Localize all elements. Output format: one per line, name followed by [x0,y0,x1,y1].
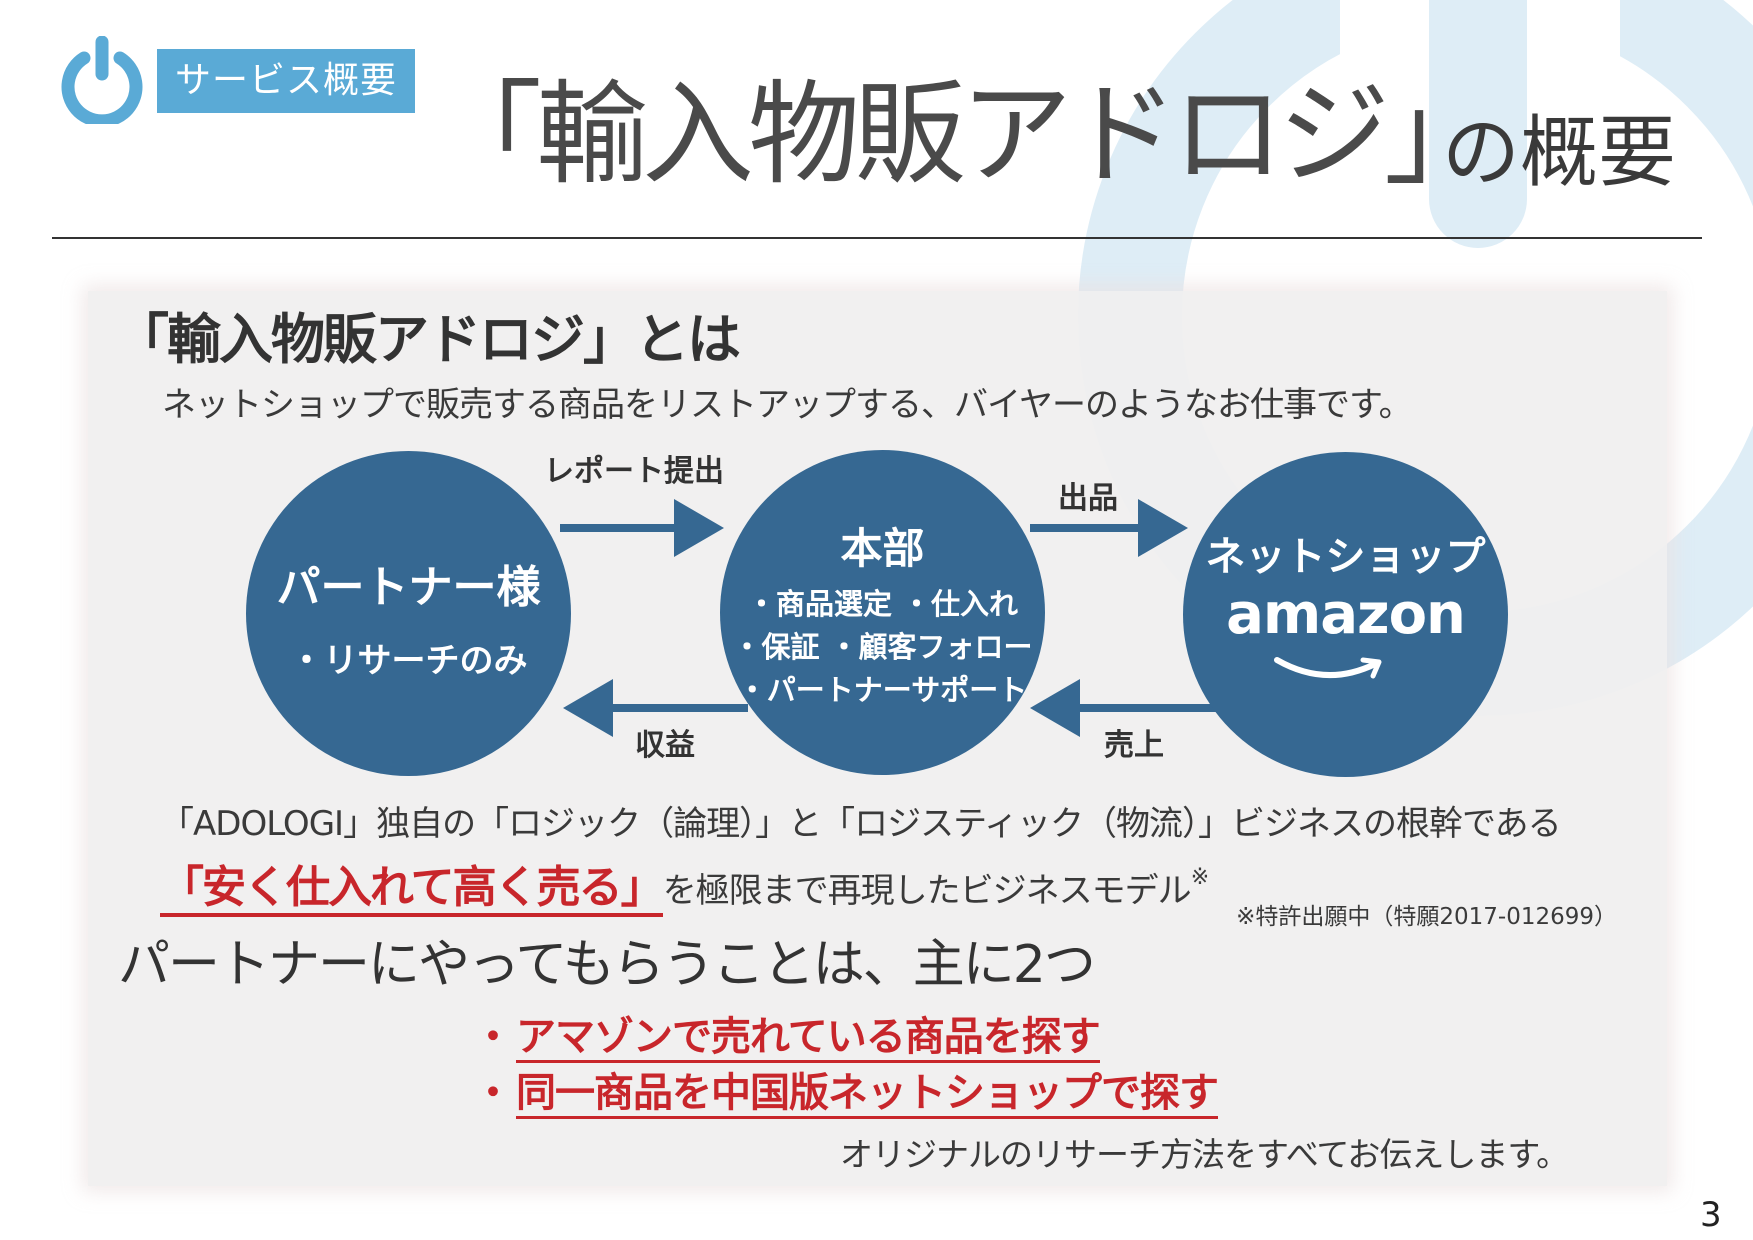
node-shop-title: ネットショップ [1205,534,1486,580]
task-item: ・同一商品を中国版ネットショップで探す [473,1066,1219,1120]
arrow-sales-line [1076,704,1216,712]
bullet: ・ [473,1014,513,1060]
node-net-shop: ネットショップ amazon [1183,452,1508,777]
task-text: 同一商品を中国版ネットショップで探す [516,1070,1219,1119]
bullet: ・ [473,1070,513,1116]
arrow-report-line [560,524,680,532]
task-text: アマゾンで売れている商品を探す [516,1014,1101,1063]
arrow-listing-head [1138,499,1188,557]
watermark-power-bar [1429,0,1527,248]
page-title: 「輸入物販アドロジ」 [430,70,1496,200]
section-heading: 「輸入物販アドロジ」とは [115,308,741,371]
node-hq-line-2: ・保証 ・顧客フォロー [732,630,1033,664]
footnote-marker: ※ [1190,865,1210,890]
node-hq-line-1: ・商品選定 ・仕入れ [746,587,1019,621]
node-partner: パートナー様 ・リサーチのみ [246,451,571,776]
arrow-revenue-head [563,679,613,737]
closing-text: オリジナルのリサーチ方法をすべてお伝えします。 [840,1135,1569,1174]
page-title-suffix: の概要 [1442,108,1677,198]
description-line-1: 「ADOLOGI」独自の「ロジック（論理）」と「ロジスティック（物流）」ビジネス… [160,804,1562,844]
lead-text: ネットショップで販売する商品をリストアップする、バイヤーのようなお仕事です。 [162,385,1413,425]
node-partner-line: ・リサーチのみ [289,641,528,681]
arrow-label-report: レポート提出 [544,454,724,489]
node-hq-title: 本部 [840,524,925,573]
header-divider [52,237,1702,239]
amazon-smile-icon [1274,657,1382,679]
node-partner-title: パートナー様 [276,562,541,613]
task-item: ・アマゾンで売れている商品を探す [473,1010,1101,1064]
node-headquarters: 本部 ・商品選定 ・仕入れ ・保証 ・顧客フォロー ・パートナーサポート [720,450,1045,775]
arrow-report-head [674,499,724,557]
arrow-label-listing: 出品 [1058,481,1118,516]
arrow-listing-line [1030,524,1142,532]
node-hq-line-3: ・パートナーサポート [737,673,1028,707]
arrow-label-sales: 売上 [1104,728,1164,763]
arrow-revenue-line [608,704,748,712]
arrow-label-revenue: 収益 [635,728,695,763]
section-tag: サービス概要 [157,49,415,113]
patent-footnote: ※特許出願中（特願2017-012699） [1236,904,1617,930]
highlight-phrase: 「安く仕入れて高く売る」 [160,862,665,917]
description-line-2: 「安く仕入れて高く売る」を極限まで再現したビジネスモデル※ [160,848,1209,927]
power-icon [61,36,143,124]
amazon-logo: amazon [1226,582,1466,647]
tasks-heading: パートナーにやってもらうことは、主に2つ [118,935,1096,995]
description-line-2-rest: を極限まで再現したビジネスモデル [662,871,1192,911]
arrow-sales-head [1030,679,1080,737]
page-number: 3 [1700,1195,1722,1235]
